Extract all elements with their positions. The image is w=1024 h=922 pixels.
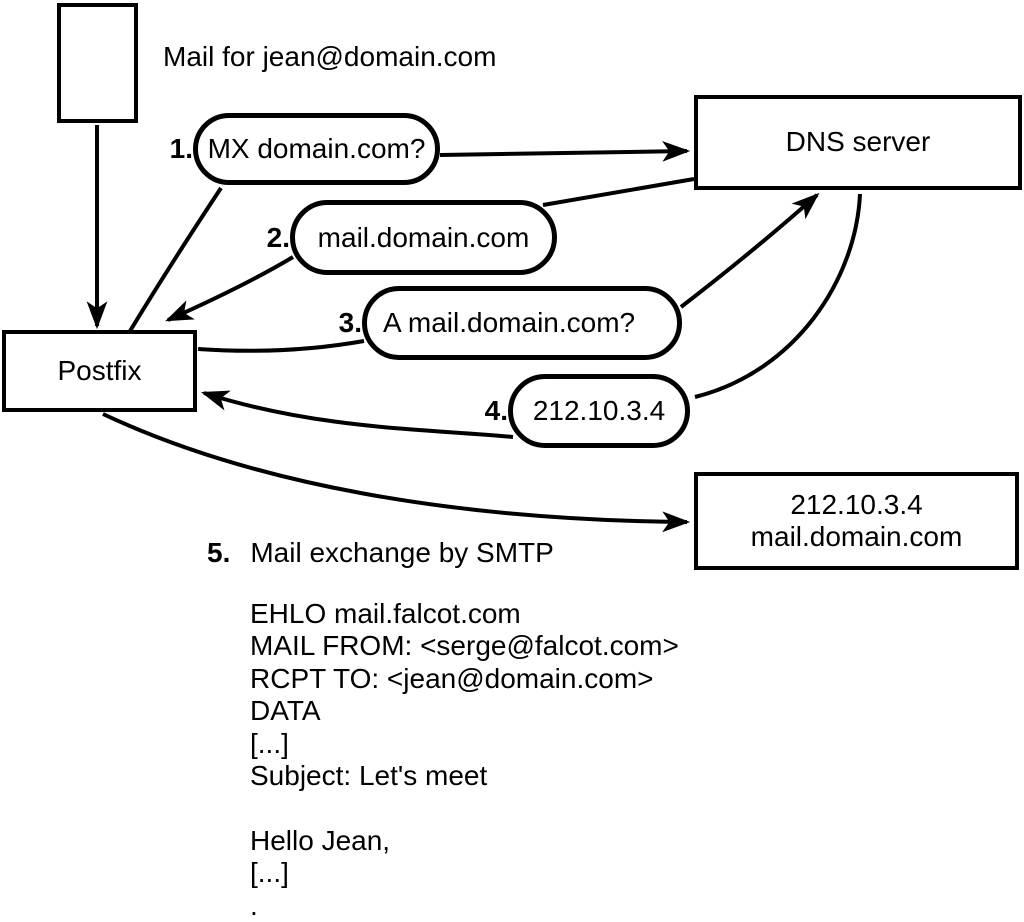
step-4-number: 4. (484, 395, 508, 426)
mail-envelope-icon (57, 3, 138, 123)
mail-server-hostname: mail.domain.com (750, 521, 963, 552)
postfix-box: Postfix (2, 330, 197, 412)
query-a-label: A mail.domain.com? (383, 307, 636, 338)
line-dns-to-reply4 (694, 193, 862, 399)
dns-server-box: DNS server (694, 95, 1022, 190)
step-2-row: 2. mail.domain.com (250, 200, 557, 275)
dns-server-label: DNS server (785, 126, 931, 158)
reply-a-label: 212.10.3.4 (532, 395, 666, 426)
line-dns-to-reply2 (542, 177, 695, 207)
smtp-line: DATA (250, 695, 321, 727)
smtp-line: EHLO mail.falcot.com (250, 598, 521, 629)
step-3-number: 3. (338, 307, 362, 338)
mail-server-ip: 212.10.3.4 (790, 488, 923, 520)
step-4-row: 4. 212.10.3.4 (468, 374, 690, 448)
smtp-line: [...] (250, 727, 289, 759)
arrow-query1-to-dns (439, 141, 691, 162)
smtp-line: [...] (250, 857, 289, 889)
step-5-label: Mail exchange by SMTP (250, 537, 554, 568)
smtp-line: RCPT TO: <jean@domain.com> (250, 662, 654, 694)
arrow-reply2-to-postfix (165, 255, 295, 322)
smtp-line (250, 792, 679, 824)
arrow-query3-to-dns (679, 192, 820, 309)
reply-a-pill: 212.10.3.4 (508, 374, 690, 448)
smtp-line: Subject: Let's meet (250, 759, 488, 791)
smtp-session-transcript: EHLO mail.falcot.com MAIL FROM: <serge@f… (250, 598, 679, 922)
step-5-number: 5. (207, 537, 231, 568)
step-1-number: 1. (169, 133, 193, 164)
line-postfix-to-query3 (197, 339, 365, 353)
arrow-postfix-to-mailserver (102, 412, 691, 533)
reply-mx-pill: mail.domain.com (290, 200, 557, 275)
query-mx-label: MX domain.com? (207, 133, 426, 164)
arrow-reply4-to-postfix (200, 390, 514, 439)
step-1-row: 1. MX domain.com? (153, 113, 440, 185)
query-mx-pill: MX domain.com? (193, 113, 440, 185)
mail-server-box: 212.10.3.4 mail.domain.com (694, 472, 1019, 570)
smtp-line: Hello Jean, (250, 824, 391, 856)
line-postfix-to-query1 (128, 186, 223, 333)
smtp-line: . (250, 889, 258, 921)
postfix-label: Postfix (57, 354, 142, 386)
query-a-pill: A mail.domain.com? (362, 286, 682, 360)
step-5-row: 5. Mail exchange by SMTP (207, 537, 554, 569)
smtp-line: MAIL FROM: <serge@falcot.com> (250, 630, 679, 662)
mail-note: Mail for jean@domain.com (163, 41, 497, 72)
step-3-row: 3. A mail.domain.com? (322, 286, 682, 360)
step-2-number: 2. (266, 221, 290, 253)
reply-mx-label: mail.domain.com (317, 221, 530, 253)
